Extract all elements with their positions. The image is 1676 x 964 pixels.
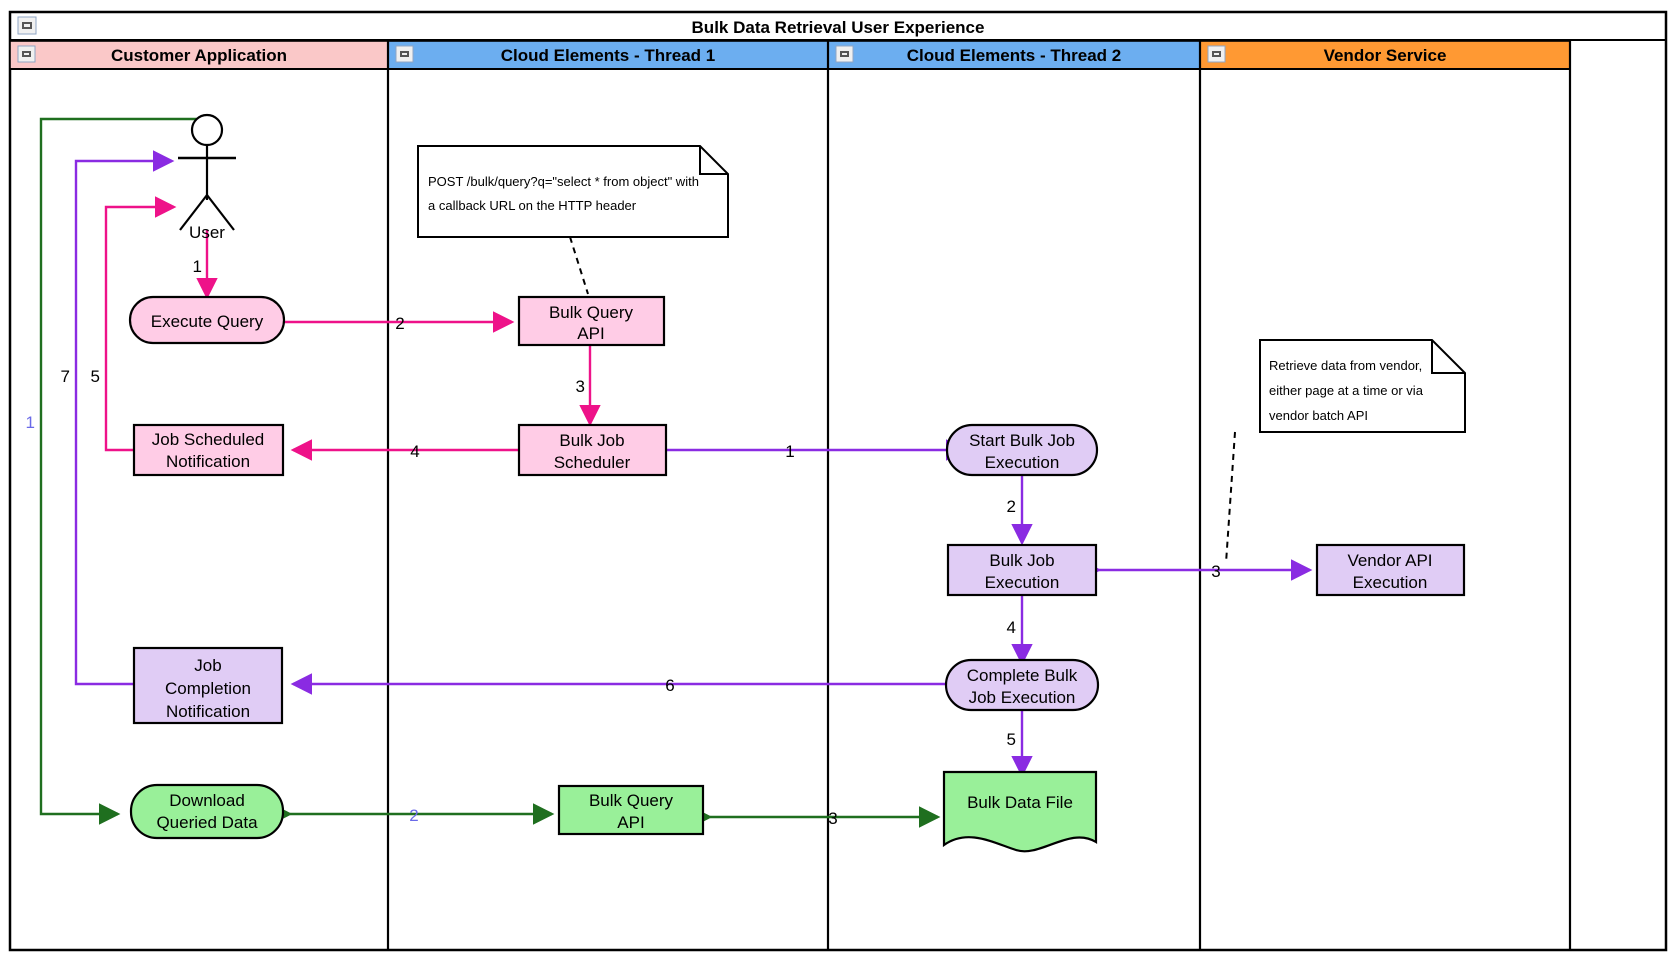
node-label-complete-bulk-1: Complete Bulk xyxy=(967,666,1078,685)
node-label-job-completion-1: Job xyxy=(194,656,221,675)
node-bulk-query-api-2[interactable]: Bulk Query API xyxy=(557,784,705,836)
flow-label-green-2: 2 xyxy=(409,806,418,825)
node-label-download-2: Queried Data xyxy=(156,813,258,832)
note-retrieve-line2: either page at a time or via xyxy=(1269,383,1424,398)
flow-label-pink-2: 2 xyxy=(395,314,404,333)
node-label-execute-query: Execute Query xyxy=(151,312,264,331)
node-bulk-query-api-1[interactable]: Bulk Query API xyxy=(517,295,666,347)
node-label-download-1: Download xyxy=(169,791,245,810)
flow-label-pink-1: 1 xyxy=(193,257,202,276)
node-label-job-scheduled-2: Notification xyxy=(166,452,250,471)
note-retrieve-line1: Retrieve data from vendor, xyxy=(1269,358,1422,373)
flow-label-purple-7: 7 xyxy=(61,367,70,386)
node-label-bulk-job-exec-2: Execution xyxy=(985,573,1060,592)
flow-purple-7 xyxy=(74,150,175,686)
node-label-complete-bulk-2: Job Execution xyxy=(969,688,1076,707)
node-vendor-api-execution[interactable]: Vendor API Execution xyxy=(1315,543,1466,597)
flow-label-pink-5: 5 xyxy=(91,367,100,386)
node-execute-query[interactable]: Execute Query xyxy=(128,295,286,345)
node-start-bulk-job-execution[interactable]: Start Bulk Job Execution xyxy=(945,423,1099,477)
node-label-start-bulk-1: Start Bulk Job xyxy=(969,431,1075,450)
title-collapse-icon[interactable] xyxy=(17,16,37,35)
node-label-bulk-data-file: Bulk Data File xyxy=(967,793,1073,812)
node-bulk-data-file[interactable]: Bulk Data File xyxy=(942,770,1098,853)
flow-green-1 xyxy=(39,117,199,825)
node-label-job-scheduled-1: Job Scheduled xyxy=(152,430,264,449)
actor-label-user: User xyxy=(189,223,225,242)
node-label-bulk-query-api-2a: Bulk Query xyxy=(589,791,674,810)
node-label-bulk-query-api-1a: Bulk Query xyxy=(549,303,634,322)
lane-title-thread2: Cloud Elements - Thread 2 xyxy=(907,46,1121,65)
stick-figure-icon xyxy=(178,113,236,231)
node-label-vendor-api-1: Vendor API xyxy=(1347,551,1432,570)
lane-collapse-icon-vendor[interactable] xyxy=(1207,45,1226,63)
node-job-completion-notification[interactable]: Job Completion Notification xyxy=(132,646,284,725)
node-label-bulk-query-api-2b: API xyxy=(617,813,644,832)
note-connector-post xyxy=(569,236,589,295)
flow-label-pink-3: 3 xyxy=(576,377,585,396)
lane-title-thread1: Cloud Elements - Thread 1 xyxy=(501,46,715,65)
flow-label-purple-1: 1 xyxy=(785,442,794,461)
node-download-queried-data[interactable]: Download Queried Data xyxy=(129,783,285,840)
lane-header-thread2[interactable] xyxy=(827,40,1201,70)
diagram-frame xyxy=(8,10,1668,952)
note-post-line2: a callback URL on the HTTP header xyxy=(428,198,637,213)
lane-collapse-icon-thread2[interactable] xyxy=(835,45,854,63)
node-bulk-job-execution[interactable]: Bulk Job Execution xyxy=(946,543,1098,597)
node-complete-bulk-job-execution[interactable]: Complete Bulk Job Execution xyxy=(944,658,1100,712)
node-label-bulk-job-scheduler-1: Bulk Job xyxy=(559,431,624,450)
node-label-bulk-job-scheduler-2: Scheduler xyxy=(554,453,631,472)
node-label-bulk-query-api-1b: API xyxy=(577,324,604,343)
flow-label-green-3: 3 xyxy=(828,809,837,828)
flow-label-purple-2: 2 xyxy=(1007,497,1016,516)
lane-collapse-icon-customer[interactable] xyxy=(17,45,36,63)
flow-label-purple-4: 4 xyxy=(1007,618,1016,637)
node-label-vendor-api-2: Execution xyxy=(1353,573,1428,592)
node-label-bulk-job-exec-1: Bulk Job xyxy=(989,551,1054,570)
node-label-job-completion-3: Notification xyxy=(166,702,250,721)
flow-label-purple-3: 3 xyxy=(1211,562,1220,581)
lane-title-vendor: Vendor Service xyxy=(1324,46,1447,65)
node-bulk-job-scheduler[interactable]: Bulk Job Scheduler xyxy=(517,423,668,477)
node-job-scheduled-notification[interactable]: Job Scheduled Notification xyxy=(132,423,285,477)
flow-label-purple-6: 6 xyxy=(665,676,674,695)
flow-label-pink-4: 4 xyxy=(410,442,419,461)
lane-collapse-icon-thread1[interactable] xyxy=(395,45,414,63)
note-post-line1: POST /bulk/query?q="select * from object… xyxy=(428,174,699,189)
lane-title-customer: Customer Application xyxy=(111,46,287,65)
note-retrieve-data: Retrieve data from vendor, either page a… xyxy=(1259,339,1466,433)
node-label-job-completion-2: Completion xyxy=(165,679,251,698)
lane-header-thread1[interactable] xyxy=(387,40,829,70)
node-label-start-bulk-2: Execution xyxy=(985,453,1060,472)
flow-label-purple-5: 5 xyxy=(1007,730,1016,749)
note-retrieve-line3: vendor batch API xyxy=(1269,408,1368,423)
page-title: Bulk Data Retrieval User Experience xyxy=(692,18,985,37)
note-post-bulk-query: POST /bulk/query?q="select * from object… xyxy=(417,145,729,238)
flow-pink-5 xyxy=(104,196,177,452)
flow-label-green-1: 1 xyxy=(26,413,35,432)
